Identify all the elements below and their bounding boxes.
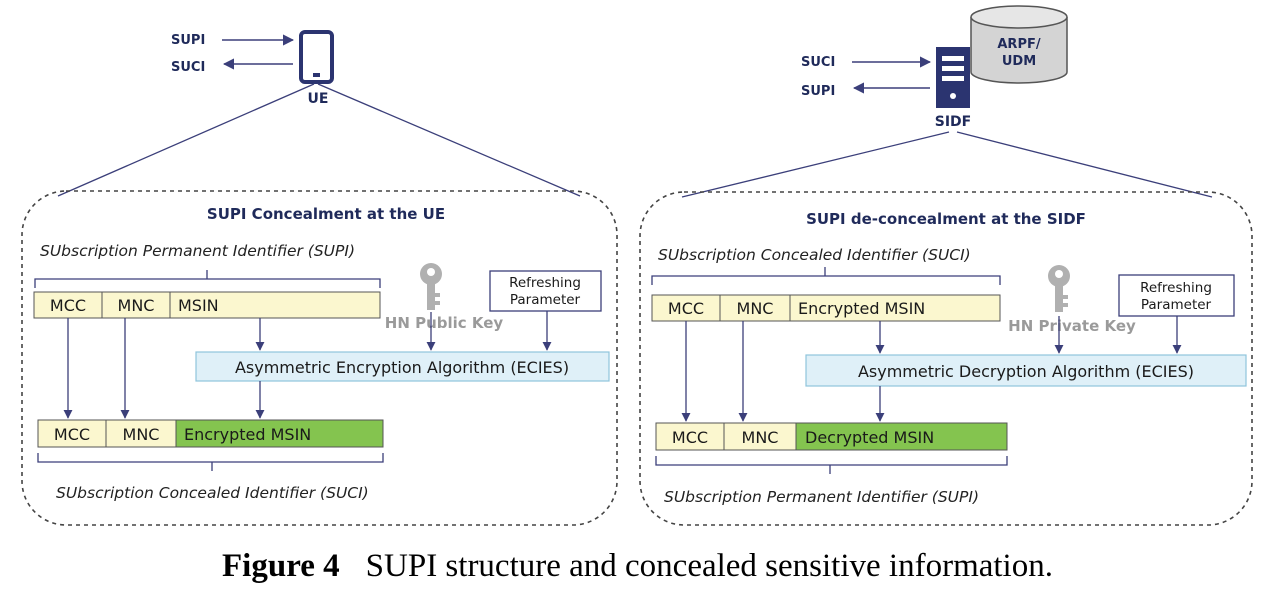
ue-field-msin (169, 291, 381, 319)
sidf-out-decrypted-msin-text: Decrypted MSIN (805, 428, 934, 447)
sidf-refresh-line1: Refreshing (1140, 280, 1212, 296)
sidf-section-title: SUPI de-concealment at the SIDF (806, 210, 1086, 228)
ue-top-brace (34, 270, 381, 288)
ue-field-msin-text: MSIN (178, 296, 219, 315)
public-key-icon (420, 263, 442, 310)
sidf-field-encrypted-msin-text: Encrypted MSIN (798, 299, 925, 318)
sidf-bottom-brace (655, 456, 1008, 474)
sidf-field-mnc-text: MNC (737, 299, 774, 318)
sidf-out-mcc (655, 422, 725, 451)
ue-in-label: SUPI (171, 33, 205, 48)
sidf-top-brace (651, 267, 1001, 285)
server-icon (936, 47, 970, 108)
ue-refresh-box (489, 270, 602, 312)
ue-refresh-line1: Refreshing (509, 275, 581, 291)
sidf-out-mnc-text: MNC (742, 428, 779, 447)
sidf-refresh-line2: Parameter (1141, 297, 1212, 313)
sidf-out-mnc (723, 422, 797, 451)
figure-caption-text: SUPI structure and concealed sensitive i… (365, 548, 1053, 584)
db-label-line2: UDM (1002, 54, 1036, 69)
ue-out-label: SUCI (171, 60, 205, 75)
ue-out-mnc-text: MNC (123, 425, 160, 444)
ue-dashed-container (21, 190, 618, 526)
sidf-out-decrypted-msin (795, 422, 1008, 451)
ue-out-mcc (37, 419, 107, 448)
ue-out-mnc (105, 419, 177, 448)
sidf-suci-label: SUbscription Concealed Identifier (SUCI) (658, 246, 971, 264)
ue-out-encrypted-msin (175, 419, 384, 448)
encryption-algorithm-label: Asymmetric Encryption Algorithm (ECIES) (235, 358, 569, 377)
database-icon (970, 5, 1068, 84)
ue-label: UE (308, 91, 329, 107)
ue-suci-label: SUbscription Concealed Identifier (SUCI) (56, 484, 369, 502)
private-key-label: HN Private Key (1008, 317, 1136, 335)
sidf-out-label: SUPI (801, 84, 835, 99)
ue-bottom-brace (37, 453, 384, 471)
sidf-out-mcc-text: MCC (672, 428, 708, 447)
ue-supi-label: SUbscription Permanent Identifier (SUPI) (40, 242, 355, 260)
sidf-field-encrypted-msin (789, 294, 1001, 322)
ue-refresh-line2: Parameter (510, 292, 581, 308)
sidf-field-mnc (719, 294, 791, 322)
ue-out-encrypted-msin-text: Encrypted MSIN (184, 425, 311, 444)
sidf-dashed-container (639, 191, 1253, 526)
ue-field-mcc-text: MCC (50, 296, 86, 315)
sidf-field-mcc-text: MCC (668, 299, 704, 318)
sidf-label: SIDF (935, 114, 971, 130)
phone-icon (299, 30, 334, 84)
decryption-algorithm-label: Asymmetric Decryption Algorithm (ECIES) (858, 362, 1194, 381)
supi-diagram: SUPI SUCI UE SUPI Concealment at the UE … (21, 5, 1253, 526)
db-label-line1: ARPF/ (997, 37, 1040, 52)
ue-section-title: SUPI Concealment at the UE (207, 205, 445, 223)
ue-section: SUPI SUCI UE SUPI Concealment at the UE … (21, 30, 618, 526)
sidf-in-label: SUCI (801, 55, 835, 70)
ue-field-mnc-text: MNC (118, 296, 155, 315)
decryption-algorithm-box (805, 354, 1247, 387)
private-key-icon (1048, 265, 1070, 312)
figure-number: Figure 4 (222, 548, 340, 584)
encryption-algorithm-box (195, 351, 610, 382)
figure-caption: Figure 4 SUPI structure and concealed sen… (0, 548, 1275, 585)
sidf-field-mcc (651, 294, 721, 322)
sidf-supi-label: SUbscription Permanent Identifier (SUPI) (664, 488, 979, 506)
ue-out-mcc-text: MCC (54, 425, 90, 444)
sidf-section: ARPF/ UDM SIDF SUCI SUPI SUPI de-conceal… (639, 5, 1253, 526)
sidf-refresh-box (1118, 274, 1235, 317)
public-key-label: HN Public Key (385, 314, 504, 332)
